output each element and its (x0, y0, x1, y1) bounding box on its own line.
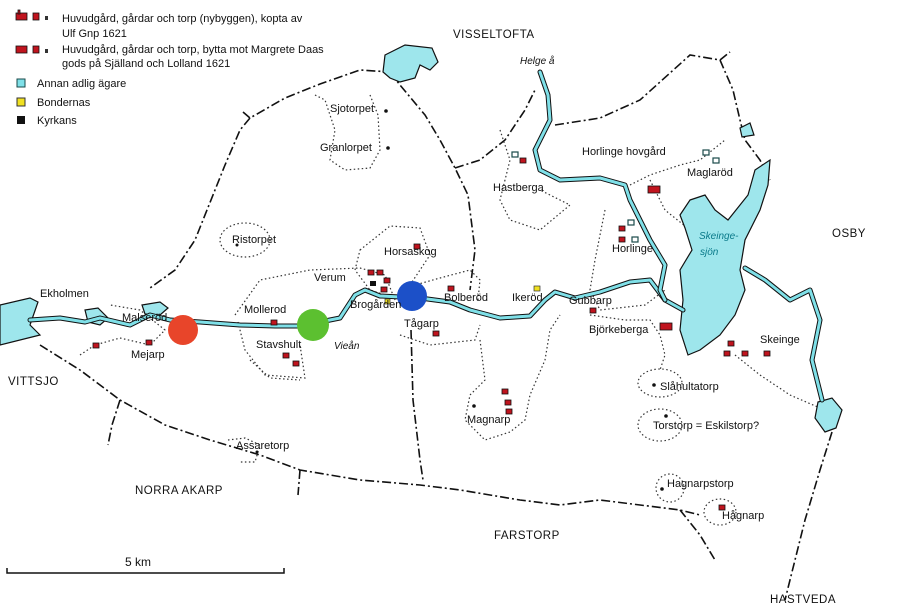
parish-label-visseltofta: VISSELTOFTA (453, 29, 535, 41)
parish-labels: VISSELTOFTA OSBY VITTSJO NORRA AKARP FAR… (8, 29, 866, 606)
place-label: Mollerod (244, 304, 286, 316)
place-label: Magnarp (467, 414, 510, 426)
lake-southeast (814, 397, 843, 433)
legend-black-square-icon (17, 116, 25, 124)
place-label: Horlinge (612, 243, 653, 255)
place-labels: Sjotorpet Granlorpet Hastberga Horlinge … (40, 103, 800, 522)
legend-label-church: Kyrkans (37, 115, 77, 127)
estate-outlines (79, 94, 821, 526)
place-label: Horlinge hovgård (582, 146, 666, 158)
scale-label: 5 km (125, 555, 151, 569)
place-label: Stavshult (256, 339, 301, 351)
place-label: Hågnarp (722, 510, 764, 522)
legend-label-purchased-2: Ulf Gnp 1621 (62, 28, 127, 40)
place-label: Ristorpet (232, 234, 276, 246)
place-label: Maglaröd (687, 167, 733, 179)
place-label: Horsaskog (384, 246, 437, 258)
lake-malserod (141, 301, 169, 316)
blue-marker[interactable] (397, 281, 427, 311)
water-labels: Helge å Skeinge- sjön Vieån (334, 55, 739, 352)
green-marker[interactable] (297, 309, 329, 341)
water-bodies (0, 44, 843, 433)
parish-label-norra-akarp: NORRA AKARP (135, 485, 223, 497)
manor-icon-horlinge-hovgard (647, 185, 661, 194)
lake-west (0, 297, 42, 346)
place-label: Assaretorp (236, 440, 289, 452)
place-label: Verum (314, 272, 346, 284)
place-label: Björkeberga (589, 324, 649, 336)
lake-sjotorpet (382, 44, 439, 83)
place-label: Granlorpet (320, 142, 372, 154)
parish-label-osby: OSBY (832, 228, 866, 240)
place-label: Torstorp = Eskilstorp? (653, 420, 759, 432)
water-label-helge-a: Helge å (520, 55, 555, 67)
place-label: Ekholmen (40, 288, 89, 300)
rivers (27, 69, 825, 403)
place-label: Ikeröd (512, 292, 543, 304)
manor-icon-bjorkeberga (659, 322, 673, 331)
parish-label-hastveda: HASTVEDA (770, 594, 836, 606)
legend-label-exchanged-2: gods på Själland och Lolland 1621 (62, 58, 230, 70)
legend-icons-exchanged (15, 45, 48, 54)
pond-northeast (739, 122, 755, 138)
farm-symbols (92, 109, 771, 511)
legend-label-peasants: Bondernas (37, 97, 91, 109)
legend-label-purchased: Huvudgård, gårdar och torp (nybyggen), k… (62, 13, 303, 25)
legend-label-exchanged: Huvudgård, gårdar och torp, bytta mot Ma… (62, 44, 324, 56)
place-label: Hastberga (493, 182, 545, 194)
place-label: Mejarp (131, 349, 165, 361)
place-label: Skeinge (760, 334, 800, 346)
place-label: Hagnarpstorp (667, 478, 734, 490)
place-label: Sjotorpet (330, 103, 374, 115)
place-label: Gubbarp (569, 295, 612, 307)
place-label: Bolberöd (444, 292, 488, 304)
scale-bar: 5 km (6, 555, 285, 574)
legend-icons-purchased (15, 9, 48, 21)
place-label: Brogården (350, 299, 401, 311)
water-label-sjon: sjön (700, 247, 719, 258)
parish-label-vittsjo: VITTSJO (8, 376, 59, 388)
lake-skeinge (679, 158, 771, 356)
water-label-skeinge: Skeinge- (699, 231, 739, 242)
place-label: Malseröd (122, 312, 167, 324)
red-marker[interactable] (168, 315, 198, 345)
legend-yellow-square-icon (16, 97, 26, 107)
legend-cyan-square-icon (16, 78, 26, 88)
place-label: Slåhultatorp (660, 381, 719, 393)
parish-label-farstorp: FARSTORP (494, 530, 560, 542)
map-legend: Huvudgård, gårdar och torp (nybyggen), k… (15, 9, 324, 127)
legend-label-other-noble: Annan adlig ägare (37, 78, 126, 90)
place-label: Tågarp (404, 318, 439, 330)
water-label-viean: Vieån (334, 340, 360, 352)
